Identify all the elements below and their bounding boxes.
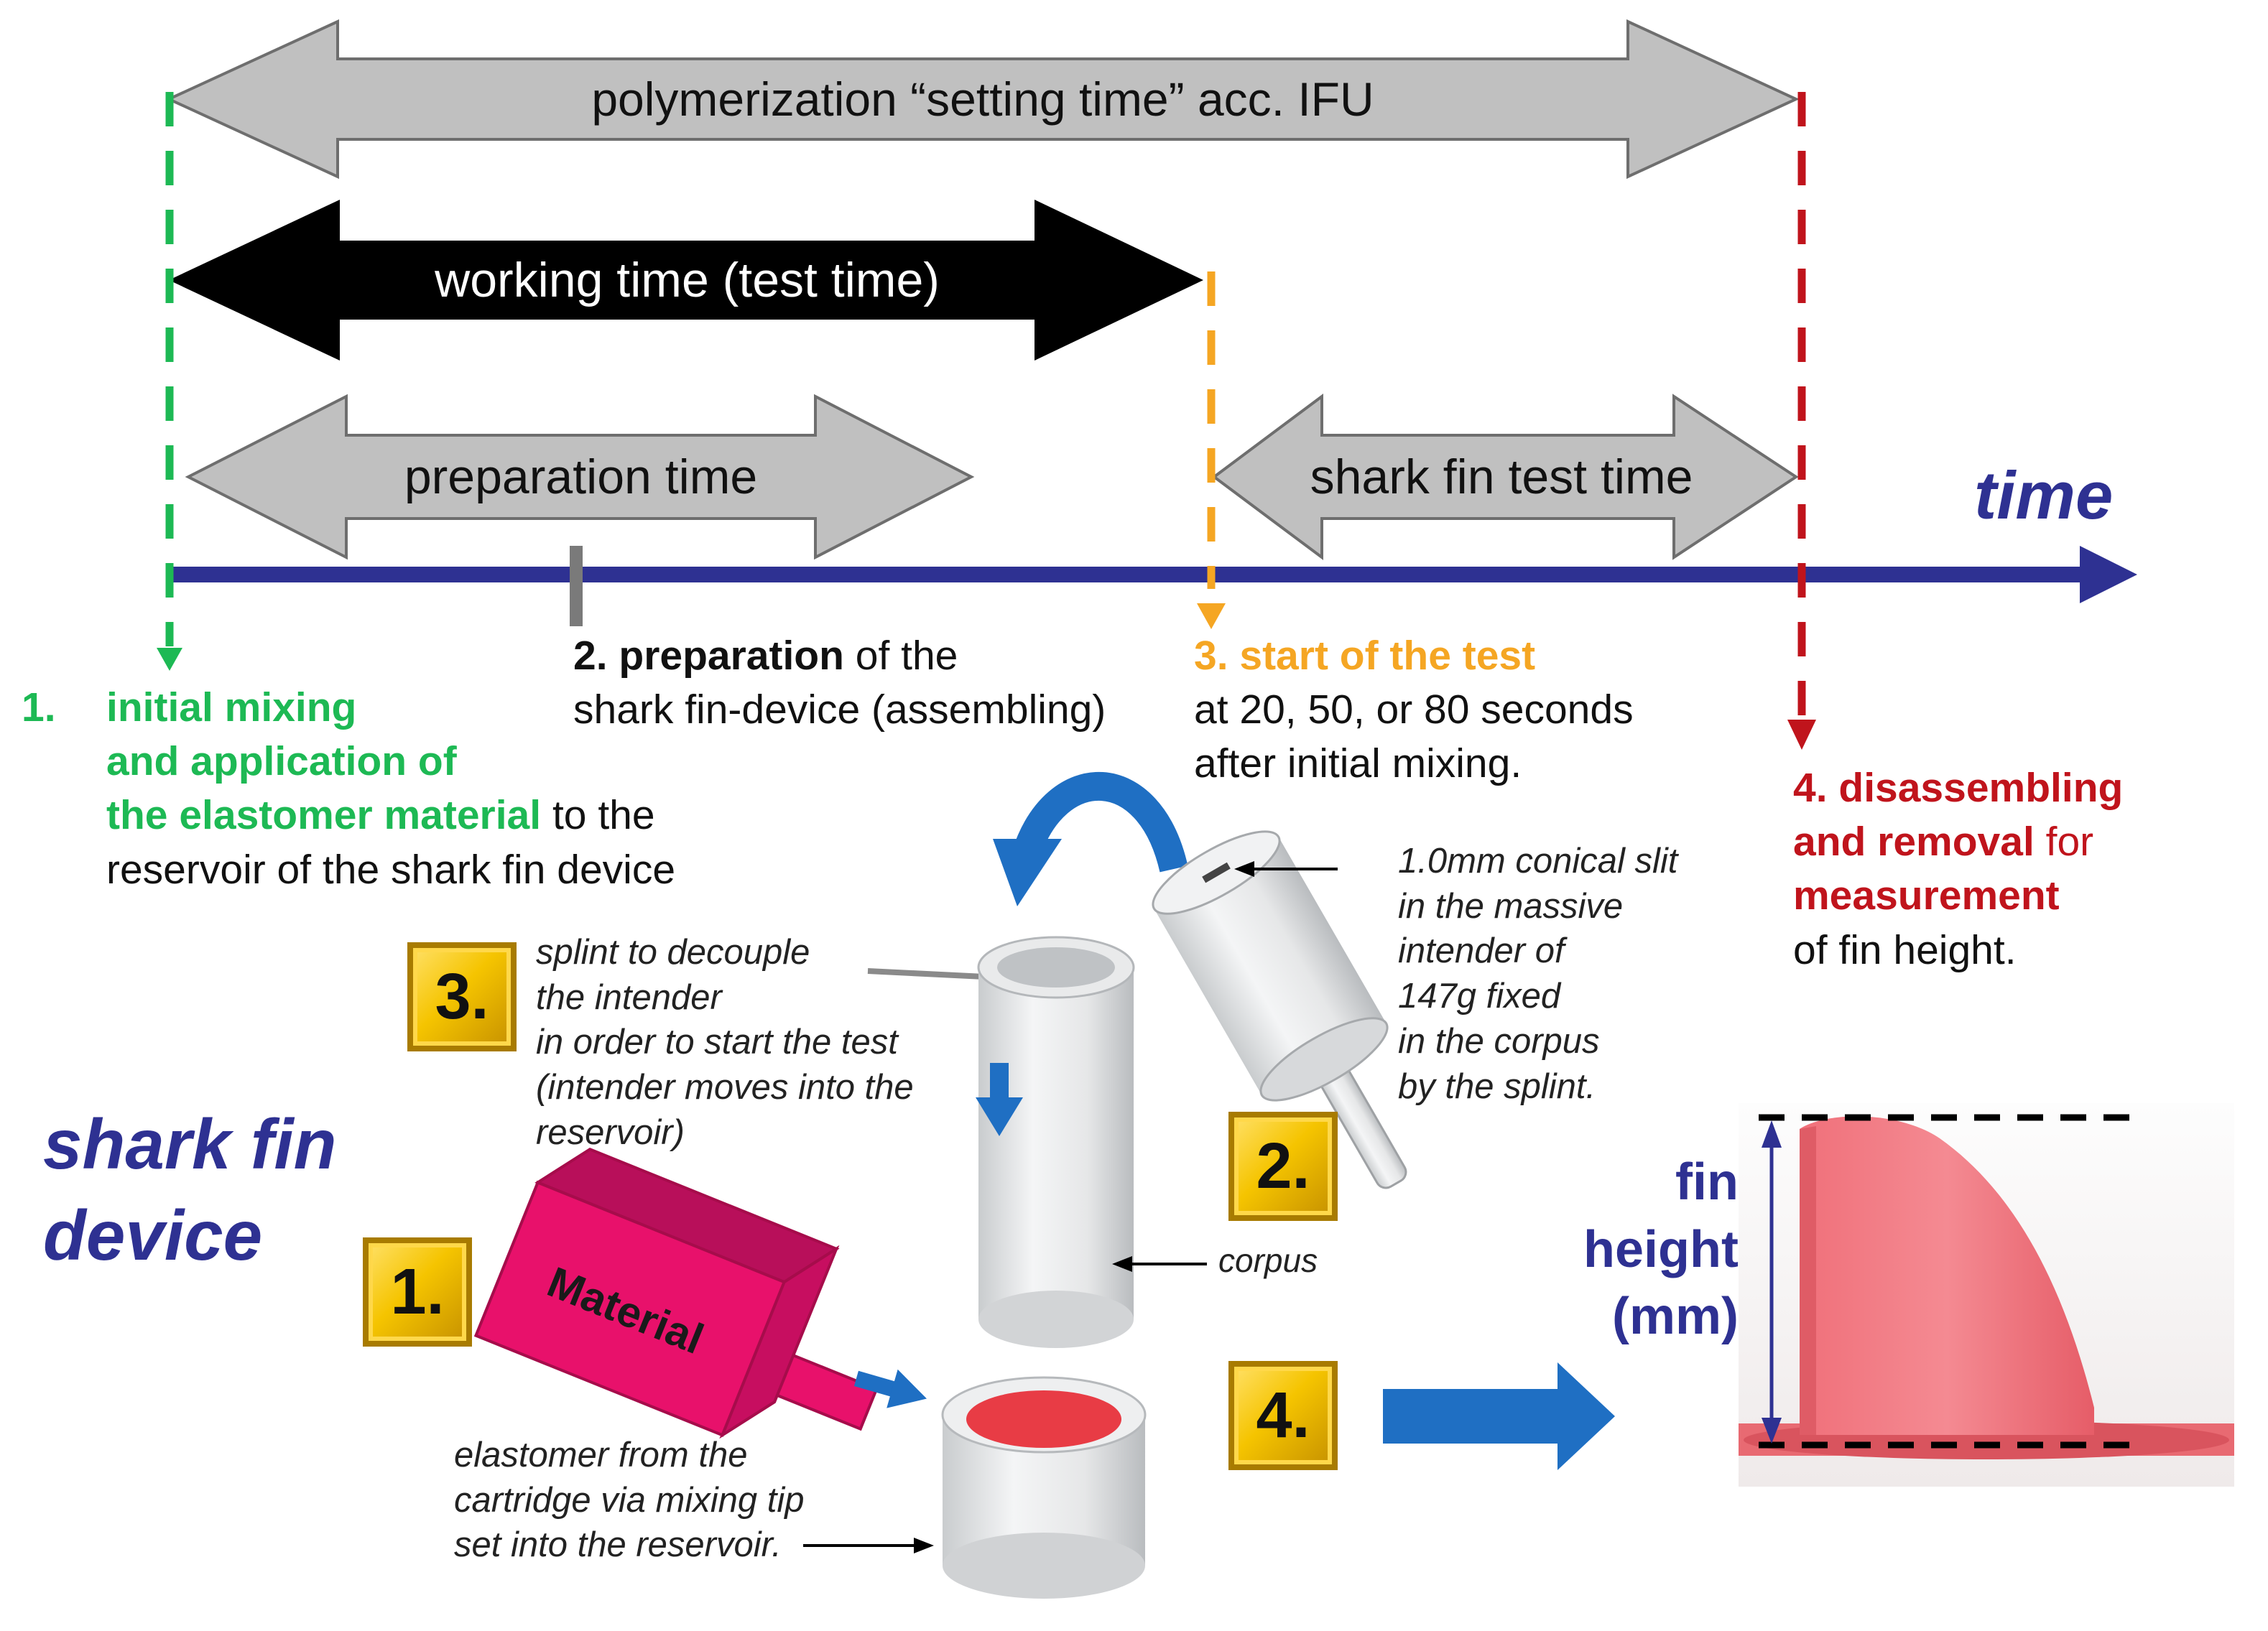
step-3-line-3: after initial mixing.: [1194, 740, 1522, 787]
preparation-time-label-box: preparation time: [346, 435, 815, 519]
fin-photo: [1739, 1116, 2234, 1459]
slit-note: 1.0mm conical slit in the massive intend…: [1398, 839, 1677, 1109]
fin-height-label-line: fin: [1675, 1153, 1739, 1211]
slit-note-line: 147g fixed: [1398, 977, 1561, 1016]
step-1-line-1: initial mixing: [106, 684, 357, 730]
splint-note-line: the intender: [536, 977, 722, 1017]
shark-fin-test-time-label: shark fin test time: [1310, 450, 1693, 504]
splint-note-line: reservoir): [536, 1112, 685, 1152]
elastomer-note: elastomer from the cartridge via mixing …: [454, 1433, 804, 1568]
working-time-arrow: [169, 200, 1203, 361]
device-title-line-2: device: [43, 1196, 263, 1275]
splint-note-line: in order to start the test: [536, 1023, 898, 1062]
material-cartridge: Material: [473, 1148, 879, 1439]
down-arrow-shaft: [990, 1063, 1009, 1100]
shark-fin-test-time-label-box: shark fin test time: [1243, 435, 1760, 519]
step-1-line-4: reservoir of the shark fin device: [106, 846, 676, 893]
marker-test-start-orange-head: [1197, 603, 1226, 629]
device-title-line-1: shark fin: [43, 1105, 337, 1184]
step-4-line-3: measurement: [1793, 873, 2060, 919]
splint: [867, 968, 985, 980]
step-1-to-the: to the: [541, 792, 655, 839]
time-axis-line: [169, 567, 2101, 582]
fin-height-arrow-bottom: [1762, 1418, 1782, 1444]
step-1-line-3: the elastomer material to the: [106, 789, 675, 842]
fin-height-label-line: (mm): [1612, 1288, 1739, 1346]
slit-note-line: 1.0mm conical slit: [1398, 842, 1678, 880]
step-4-line-1: 4. disassembling: [1793, 765, 2124, 811]
result-arrow-head: [1557, 1362, 1615, 1470]
setting-time-label-box: polymerization “setting time” acc. IFU: [338, 59, 1628, 139]
step-2-text: 2. preparation of the shark fin-device (…: [573, 629, 1106, 737]
fin-height-arrow-top: [1762, 1120, 1782, 1148]
step-3-title: 3. start of the test: [1194, 633, 1536, 679]
reservoir-cylinder: [941, 1376, 1147, 1599]
splint-note-line: (intender moves into the: [536, 1068, 914, 1107]
step-2-line-1: 2. preparation of the: [573, 629, 1106, 683]
marker-start-green-head: [157, 648, 182, 671]
splint-note-line: splint to decouple: [536, 933, 810, 972]
slit-note-line: in the massive: [1398, 886, 1624, 926]
corpus-pointer-head: [1112, 1256, 1132, 1272]
device-title: shark fin device: [43, 1099, 336, 1282]
slit-note-line: in the corpus: [1398, 1021, 1600, 1061]
material-flow-arrow: [853, 1369, 927, 1408]
step-1-material: the elastomer material: [106, 792, 542, 839]
badge-step-3: 3.: [407, 942, 517, 1051]
slit-pointer-head: [1234, 861, 1254, 877]
step-2-preparation: 2. preparation: [573, 633, 844, 679]
preparation-tick: [570, 546, 583, 626]
step-2-of-the: of the: [843, 633, 958, 679]
splint-note: splint to decouple the intender in order…: [536, 930, 914, 1156]
step-4-text: 4. disassembling and removal for measure…: [1793, 761, 2123, 977]
slit-note-line: intender of: [1398, 931, 1565, 971]
step-3-line-2: at 20, 50, or 80 seconds: [1194, 687, 1634, 733]
intender: [1152, 830, 1407, 1189]
badge-step-4: 4.: [1228, 1361, 1338, 1470]
step-1-line-2: and application of: [106, 738, 457, 785]
shark-fin-test-time-arrow: [1211, 394, 1799, 560]
badge-step-2: 2.: [1228, 1112, 1338, 1221]
preparation-time-arrow: [185, 394, 975, 560]
slit-note-line: by the splint.: [1398, 1067, 1596, 1106]
rotation-arrow: [1012, 771, 1188, 873]
fin-height-label: fin height (mm): [1545, 1149, 1739, 1351]
elastomer-note-line: elastomer from the: [454, 1436, 748, 1474]
step-4-line-4: of fin height.: [1793, 926, 2017, 973]
setting-time-label: polymerization “setting time” acc. IFU: [591, 73, 1374, 126]
rotation-arrow-head: [993, 839, 1062, 906]
result-arrow-shaft: [1383, 1389, 1570, 1444]
time-axis-arrowhead: [2080, 546, 2137, 603]
badge-step-1: 1.: [363, 1237, 472, 1347]
corpus-note: corpus: [1218, 1242, 1318, 1279]
step-1-number: 1.: [22, 684, 56, 730]
step-1-text: initial mixing and application of the el…: [106, 681, 675, 897]
preparation-time-label: preparation time: [404, 450, 758, 504]
working-time-label: working time (test time): [435, 253, 940, 307]
reservoir-pointer-head: [914, 1538, 934, 1553]
step-3-text: 3. start of the test at 20, 50, or 80 se…: [1194, 629, 1634, 791]
fin-height-label-line: height: [1583, 1220, 1739, 1278]
step-4-removal: and removal: [1793, 819, 2035, 865]
step-4-for: for: [2034, 819, 2094, 865]
marker-end-red-head: [1787, 720, 1816, 750]
elastomer-note-line: set into the reservoir.: [454, 1525, 782, 1565]
elastomer-note-line: cartridge via mixing tip: [454, 1480, 805, 1520]
down-arrow-head: [976, 1097, 1023, 1136]
setting-time-arrow: [165, 19, 1800, 180]
working-time-label-box: working time (test time): [340, 241, 1035, 320]
time-axis-label: time: [1974, 457, 2114, 533]
corpus-cylinder: [977, 936, 1135, 1348]
step-4-line-2: and removal for: [1793, 815, 2123, 869]
step-2-line-2: shark fin-device (assembling): [573, 687, 1106, 733]
